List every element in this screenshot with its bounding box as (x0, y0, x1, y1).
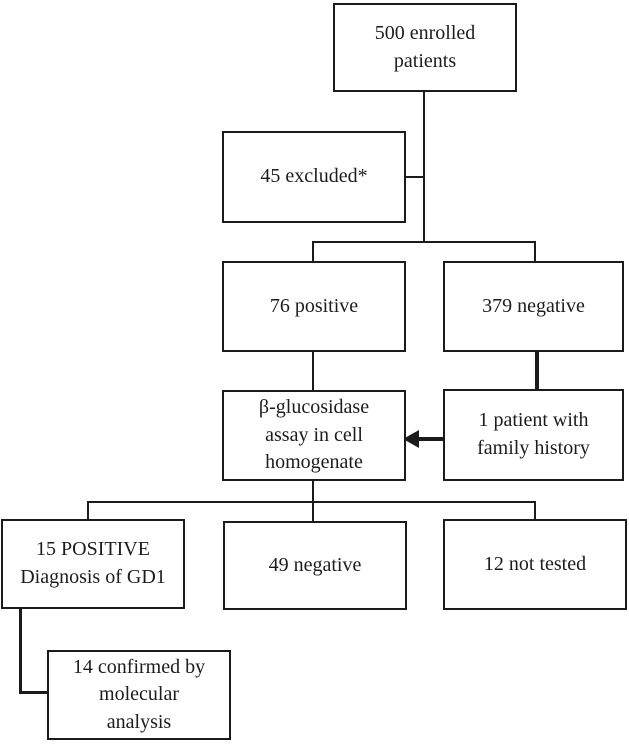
family-to-assay-arrow-shaft (416, 437, 443, 441)
connector-drop-positive (312, 242, 314, 262)
connector-drop-not-tested (534, 502, 536, 520)
connector-drop-negative (534, 242, 536, 262)
node-assay-negative: 49 negative (223, 521, 407, 610)
connector-branch-top (312, 241, 536, 243)
node-glucosidase-assay: β-glucosidase assay in cell homogenate (222, 390, 406, 481)
connector-gd1-down (19, 609, 22, 694)
node-family-history: 1 patient with family history (443, 389, 624, 481)
node-not-tested: 12 not tested (443, 519, 627, 610)
connector-excluded-to-main (405, 176, 424, 178)
connector-positive-to-assay (312, 352, 314, 390)
connector-drop-assay-negative (312, 502, 314, 522)
connector-negative-to-family (535, 352, 539, 390)
node-screen-positive: 76 positive (222, 261, 406, 352)
node-molecular-confirmed: 14 confirmed by molecular analysis (47, 650, 231, 740)
arrow-left-icon (403, 430, 419, 448)
node-enrolled-patients: 500 enrolled patients (333, 3, 517, 92)
node-gd1-diagnosis: 15 POSITIVE Diagnosis of GD1 (1, 519, 185, 609)
connector-branch-bottom (87, 501, 536, 503)
connector-enrolled-down (423, 92, 425, 242)
connector-drop-gd1 (87, 502, 89, 520)
node-excluded: 45 excluded* (222, 131, 406, 223)
connector-gd1-to-confirmed (19, 691, 48, 694)
node-screen-negative: 379 negative (443, 261, 624, 352)
connector-assay-down (312, 481, 314, 502)
